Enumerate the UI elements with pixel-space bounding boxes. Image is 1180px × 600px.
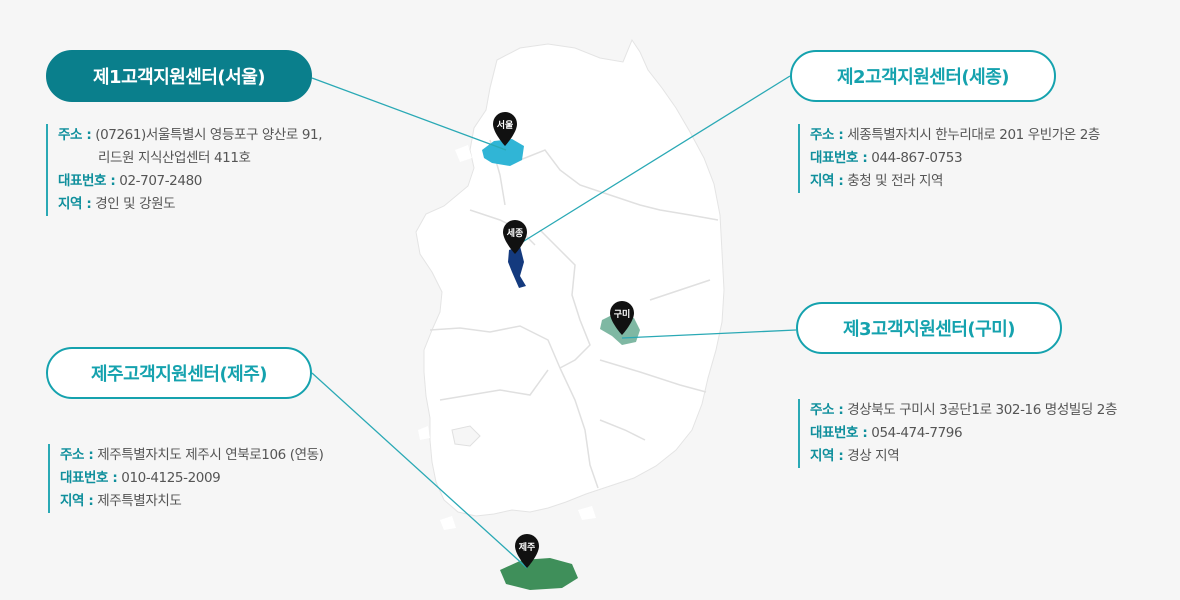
island-3 [440,516,456,530]
phone-value: 010-4125-2009 [121,470,221,486]
map-marker-icon [610,301,634,335]
seoul-region[interactable] [482,139,524,166]
phone-value: 054-474-7796 [871,425,963,441]
phone-label: 대표번호 : [60,470,118,486]
sejong-center-info: 주소 : 세종특별자치시 한누리대로 201 우빈가온 2층 대표번호 : 04… [798,124,1100,193]
region-row: 지역 : 경상 지역 [810,445,1117,468]
sejong-center-button[interactable]: 제2고객지원센터(세종) [790,50,1056,102]
address-continued: 리드원 지식산업센터 411호 [98,150,251,166]
region-row: 지역 : 제주특별자치도 [60,490,324,513]
phone-label: 대표번호 : [810,150,868,166]
phone-value: 044-867-0753 [871,150,963,166]
jeju-region[interactable] [500,558,578,590]
region-row: 지역 : 경인 및 강원도 [58,193,322,216]
gumi-center-button[interactable]: 제3고객지원센터(구미) [796,302,1062,354]
pin-jeju[interactable]: 제주 [515,534,539,568]
phone-label: 대표번호 : [58,173,116,189]
region-value: 충청 및 전라 지역 [847,173,944,189]
region-label: 지역 : [60,493,94,509]
address-row: 주소 : 제주특별자치도 제주시 연북로106 (연동) [60,444,324,467]
address-value: 경상북도 구미시 3공단1로 302-16 명성빌딩 2층 [847,402,1117,418]
address-value: (07261)서울특별시 영등포구 양산로 91, [95,127,323,143]
phone-label: 대표번호 : [810,425,868,441]
pin-label: 세종 [507,227,524,239]
island-1 [455,145,472,162]
address-label: 주소 : [810,402,844,418]
phone-value: 02-707-2480 [119,173,202,189]
region-value: 제주특별자치도 [97,493,182,509]
gumi-center-info: 주소 : 경상북도 구미시 3공단1로 302-16 명성빌딩 2층 대표번호 … [798,399,1117,468]
seoul-center-button[interactable]: 제1고객지원센터(서울) [46,50,312,102]
island-4 [578,506,596,520]
phone-row: 대표번호 : 054-474-7796 [810,422,1117,445]
sejong-region[interactable] [508,246,526,288]
region-row: 지역 : 충청 및 전라 지역 [810,170,1100,193]
pin-label: 제주 [519,541,536,553]
lake [451,425,481,447]
map-marker-icon [493,112,517,146]
seoul-center-info: 주소 : (07261)서울특별시 영등포구 양산로 91, 리드원 지식산업센… [46,124,323,216]
map-marker-icon [515,534,539,568]
pin-gumi[interactable]: 구미 [610,301,634,335]
region-label: 지역 : [810,448,844,464]
address-value: 제주특별자치도 제주시 연북로106 (연동) [97,447,324,463]
connector-lines [311,75,797,569]
address-value: 세종특별자치시 한누리대로 201 우빈가온 2층 [847,127,1100,143]
pin-label: 서울 [497,119,514,131]
map-marker-icon [503,220,527,254]
address-label: 주소 : [60,447,94,463]
region-label: 지역 : [810,173,844,189]
address-row: 주소 : 경상북도 구미시 3공단1로 302-16 명성빌딩 2층 [810,399,1117,422]
pin-sejong[interactable]: 세종 [503,220,527,254]
pin-label: 구미 [614,308,631,320]
pin-seoul[interactable]: 서울 [493,112,517,146]
address-label: 주소 : [810,127,844,143]
jeju-center-info: 주소 : 제주특별자치도 제주시 연북로106 (연동) 대표번호 : 010-… [48,444,324,513]
region-label: 지역 : [58,196,92,212]
jeju-center-button[interactable]: 제주고객지원센터(제주) [46,347,312,399]
phone-row: 대표번호 : 02-707-2480 [58,170,322,193]
region-value: 경인 및 강원도 [95,196,176,212]
phone-row: 대표번호 : 010-4125-2009 [60,467,324,490]
phone-row: 대표번호 : 044-867-0753 [810,147,1100,170]
address-row: 주소 : 세종특별자치시 한누리대로 201 우빈가온 2층 [810,124,1100,147]
address-row: 주소 : (07261)서울특별시 영등포구 양산로 91, [58,124,323,147]
region-value: 경상 지역 [847,448,900,464]
address-label: 주소 : [58,127,92,143]
island-2 [418,426,430,440]
